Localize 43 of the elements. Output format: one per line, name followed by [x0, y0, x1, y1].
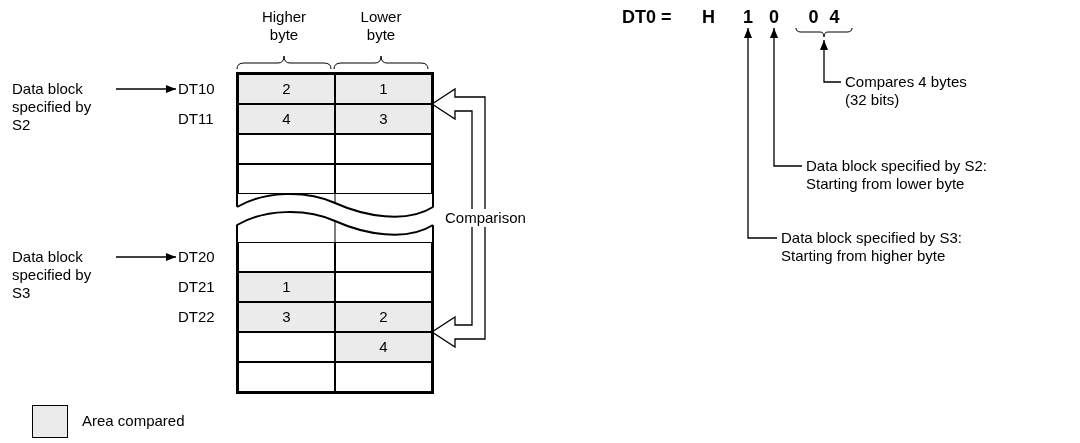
memory-cell: 2: [335, 302, 432, 332]
edge-label: Comparison: [443, 209, 528, 227]
memory-cell: 4: [238, 104, 335, 134]
digit: 1: [742, 8, 754, 26]
address-label: DT11: [178, 110, 215, 128]
arrow: [115, 85, 177, 93]
note: Compares 4 bytes (32 bits): [845, 73, 970, 109]
legend-label: Area compared: [82, 412, 185, 430]
memory-cell: [238, 164, 335, 194]
memory-cell: [335, 134, 432, 164]
address-label: DT20: [178, 248, 230, 266]
arrow: [770, 27, 803, 167]
address-label: DT21: [178, 278, 216, 296]
arrow: [820, 39, 842, 83]
memory-cell: 3: [238, 302, 335, 332]
formula-label: DT0 =: [622, 8, 673, 26]
memory-table: [236, 72, 434, 394]
column-header: Lower byte: [359, 8, 403, 44]
arrow: [115, 253, 177, 261]
memory-cell: [335, 242, 432, 272]
memory-cell: [238, 242, 335, 272]
memory-cell: 2: [238, 74, 335, 104]
block-label: Data block specified by S3: [12, 248, 108, 302]
memory-cell: [238, 332, 335, 362]
digit: 0: [768, 8, 780, 26]
digit-group: 0 4: [795, 8, 853, 38]
arrow: [744, 27, 778, 239]
memory-cell: [335, 164, 432, 194]
memory-cell: 1: [335, 74, 432, 104]
memory-cell: [238, 362, 335, 392]
column-header: Higher byte: [260, 8, 308, 44]
memory-cell: [238, 134, 335, 164]
memory-cell: 1: [238, 272, 335, 302]
block-label: Data block specified by S2: [12, 80, 108, 134]
memory-cell: [335, 272, 432, 302]
note: Data block specified by S3: Starting from higher byte: [781, 229, 1006, 265]
memory-cell: 3: [335, 104, 432, 134]
address-label: DT22: [178, 308, 216, 326]
address-label: DT10: [178, 80, 230, 98]
memory-cell: [335, 362, 432, 392]
formula-label: H: [702, 8, 716, 26]
note: Data block specified by S2: Starting from lower byte: [806, 157, 1031, 193]
memory-cell: 4: [335, 332, 432, 362]
